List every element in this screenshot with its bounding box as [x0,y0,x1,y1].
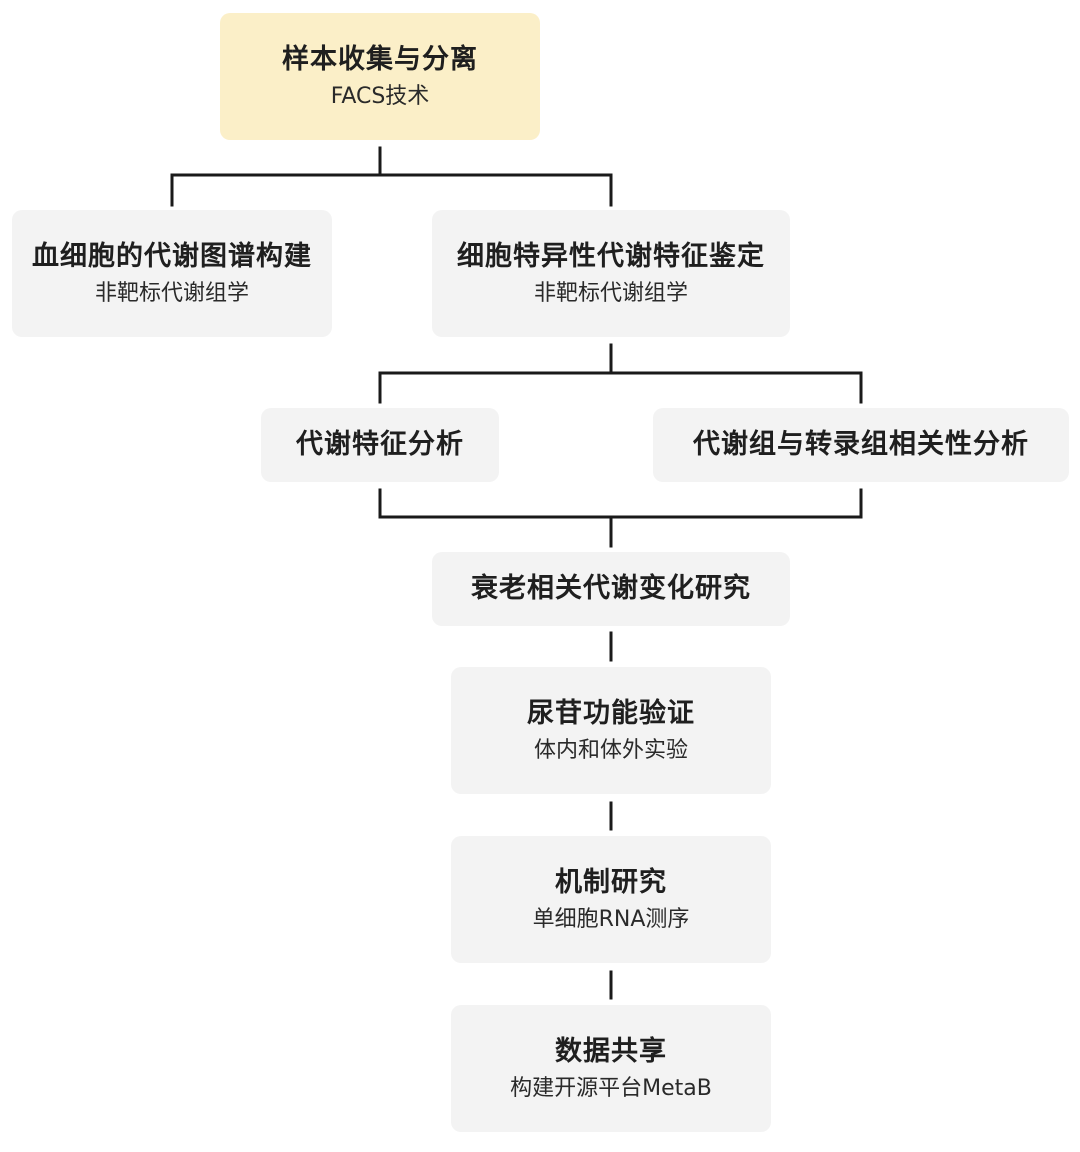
connector-cellspecific-branch [378,343,863,404]
node-title: 样本收集与分离 [282,43,478,75]
node-subtitle: 构建开源平台MetaB [510,1075,712,1101]
node-title: 代谢特征分析 [296,429,464,461]
node-cell-specific-metabolic-features: 细胞特异性代谢特征鉴定 非靶标代谢组学 [432,210,790,337]
node-sample-collection: 样本收集与分离 FACS技术 [220,13,540,140]
node-data-sharing: 数据共享 构建开源平台MetaB [451,1005,771,1132]
node-title: 血细胞的代谢图谱构建 [32,240,312,272]
connector-merge-aging [378,488,863,548]
node-blood-metabolic-atlas: 血细胞的代谢图谱构建 非靶标代谢组学 [12,210,332,337]
node-uridine-validation: 尿苷功能验证 体内和体外实验 [451,667,771,794]
node-subtitle: FACS技术 [330,83,430,109]
node-subtitle: 非靶标代谢组学 [94,280,249,306]
node-mechanism-study: 机制研究 单细胞RNA测序 [451,836,771,963]
node-title: 代谢组与转录组相关性分析 [693,429,1029,461]
node-subtitle: 体内和体外实验 [533,737,688,763]
node-title: 衰老相关代谢变化研究 [471,573,751,605]
node-title: 尿苷功能验证 [527,697,695,729]
node-title: 机制研究 [555,866,667,898]
node-aging-metabolic-changes: 衰老相关代谢变化研究 [432,552,790,626]
node-metabolic-feature-analysis: 代谢特征分析 [261,408,499,482]
node-metabolome-transcriptome-correlation: 代谢组与转录组相关性分析 [653,408,1069,482]
node-subtitle: 单细胞RNA测序 [532,906,690,932]
node-title: 数据共享 [555,1035,667,1067]
node-title: 细胞特异性代谢特征鉴定 [457,240,765,272]
node-subtitle: 非靶标代谢组学 [533,280,688,306]
connector-sample-branch [170,146,613,207]
